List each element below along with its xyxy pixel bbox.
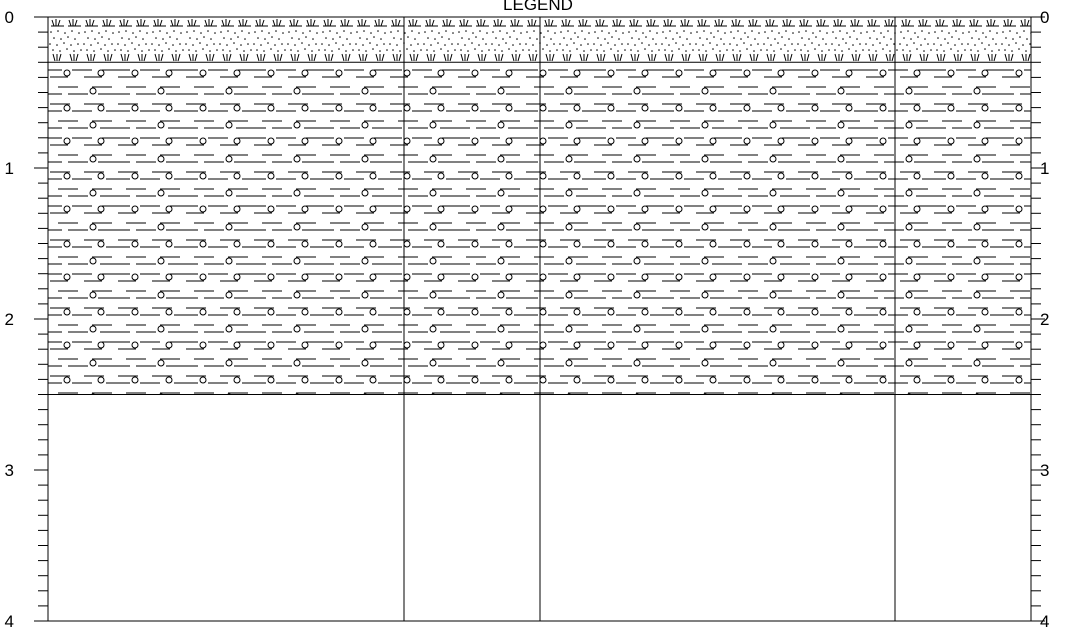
- depth-axis-right: 0 1 2 3 4: [1031, 8, 1049, 629]
- depth-label-left: 2: [5, 310, 14, 329]
- depth-label-left: 3: [5, 461, 14, 480]
- depth-label-right: 3: [1040, 461, 1049, 480]
- depth-axis-left: 0 1 2 3 4: [5, 8, 48, 629]
- depth-label-left: 1: [5, 159, 14, 178]
- depth-label-left: 0: [5, 8, 14, 27]
- depth-label-right: 2: [1040, 310, 1049, 329]
- depth-label-left: 4: [5, 612, 14, 629]
- depth-label-right: 0: [1040, 8, 1049, 27]
- depth-label-right: 1: [1040, 159, 1049, 178]
- depth-label-right: 4: [1040, 612, 1049, 629]
- legend-title: LEGEND: [503, 0, 573, 14]
